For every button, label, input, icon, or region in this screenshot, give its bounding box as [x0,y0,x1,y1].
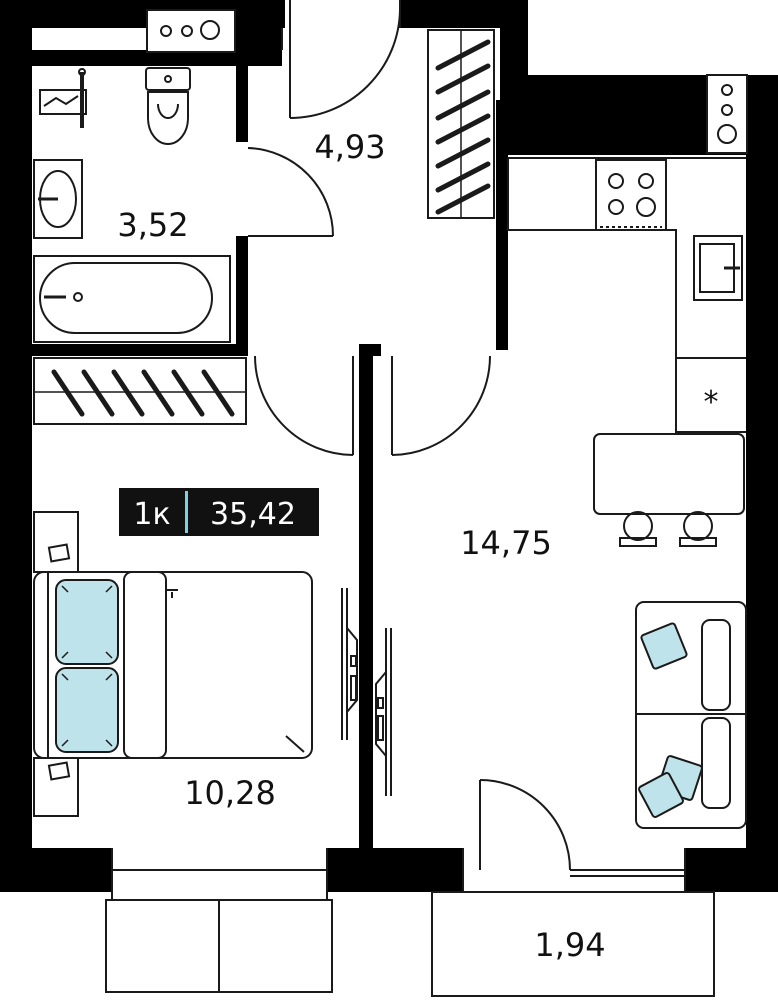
kitchen-furniture: * [375,157,747,829]
area-bathroom: 3,52 [117,206,188,244]
bedroom-furniture [33,511,358,817]
living-tv [375,628,392,796]
area-kitchen-living: 14,75 [460,524,552,562]
area-balcony: 1,94 [534,926,605,964]
sofa-cushions [638,622,703,818]
kitchen-meter-box [706,74,748,154]
apartment-badge: 1к 35,42 [119,488,319,536]
doors [247,0,685,877]
double-bed [33,571,313,759]
balcony-door-swing [479,779,571,871]
area-labels: 3,52 4,93 10,28 14,75 1,94 [117,128,605,964]
towel-rail [39,89,87,115]
pillow-right [55,667,119,753]
washbasin [33,159,83,239]
kitchen-sink [693,235,743,301]
entrance-door-swing [289,9,401,119]
badge-total-area: 35,42 [210,497,296,532]
area-hallway: 4,93 [314,128,385,166]
nightstand-bottom [33,757,79,817]
living-door-swing [391,355,491,456]
thin-lines [105,0,715,997]
bedroom-tv [341,588,358,740]
freezer-symbol: * [704,385,719,420]
bathroom-door-swing [247,147,334,237]
bathroom-fixtures [33,67,231,343]
dining-table [593,433,745,547]
nightstand-top [33,511,79,573]
badge-room-count: 1к [133,497,170,532]
bedroom-wardrobe [33,357,247,425]
bathtub [33,255,231,343]
cushion-1 [640,622,688,670]
stove [595,159,667,231]
pillow-left [55,579,119,665]
bedroom-door-swing [254,355,354,456]
toilet [145,67,191,145]
cushion-3 [638,772,684,818]
sofa [635,601,747,829]
meter-box [146,9,236,53]
hall-wardrobe [427,29,495,219]
area-bedroom: 10,28 [184,774,276,812]
